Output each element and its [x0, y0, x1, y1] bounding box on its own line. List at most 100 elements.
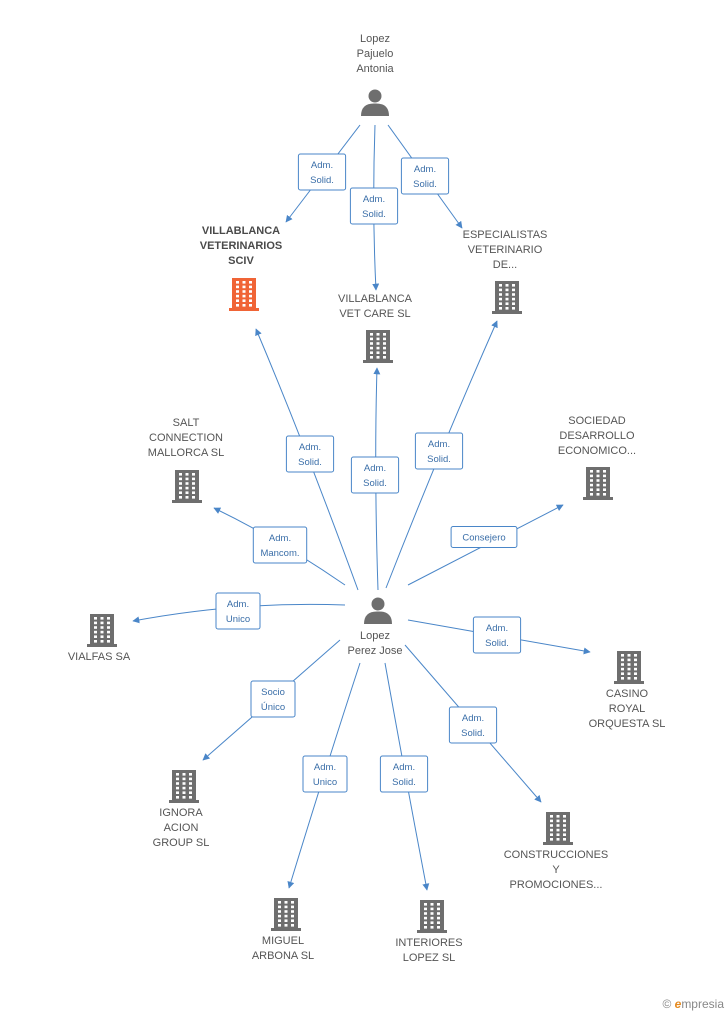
- node-label: Antonia: [356, 63, 394, 75]
- edge-label-text: Adm.: [363, 194, 385, 205]
- edge-label-text: Adm.: [462, 713, 484, 724]
- edge-label-text: Adm.: [414, 164, 436, 175]
- edge-label-box: [250, 680, 296, 718]
- edge-label-lopez-perez-to-villablanca-vet[interactable]: Adm. Solid.: [350, 456, 400, 494]
- building-icon: [229, 278, 259, 311]
- edge-label-box: [297, 153, 347, 191]
- edge-label-text: Solid.: [413, 179, 437, 190]
- edge-label-text: Adm.: [364, 463, 386, 474]
- edge-label-text: Solid.: [310, 175, 334, 186]
- node-label: PROMOCIONES...: [510, 879, 603, 891]
- edge-label-lopez-perez-to-especialistas[interactable]: Adm. Solid.: [414, 432, 464, 470]
- edge-label-box: [450, 526, 518, 548]
- node-label: MIGUEL: [262, 935, 304, 947]
- node-casino[interactable]: CASINO ROYAL ORQUESTA SL: [589, 651, 666, 730]
- node-label: ROYAL: [609, 703, 645, 715]
- node-label: LOPEZ SL: [403, 952, 456, 964]
- edge-label-box: [400, 157, 450, 195]
- edge-label-text: Adm.: [314, 762, 336, 773]
- node-sociedad[interactable]: SOCIEDADDESARROLLOECONOMICO...: [558, 415, 636, 500]
- node-label: Lopez: [360, 630, 390, 642]
- empresia-brand[interactable]: © empresia: [662, 997, 724, 1011]
- node-label: ECONOMICO...: [558, 445, 636, 457]
- node-label: Perez Jose: [347, 645, 402, 657]
- edge-label-text: Consejero: [462, 533, 505, 544]
- building-icon: [169, 770, 199, 803]
- node-vialfas[interactable]: VIALFAS SA: [68, 614, 131, 663]
- node-label: VILLABLANCA: [338, 293, 413, 305]
- node-label: ORQUESTA SL: [589, 718, 666, 730]
- building-icon: [543, 812, 573, 845]
- edge-label-lopez-perez-to-sociedad[interactable]: Consejero: [450, 526, 518, 548]
- node-villablanca-vet[interactable]: VILLABLANCA VET CARE SL: [338, 293, 413, 363]
- edge-label-text: Mancom.: [260, 548, 299, 559]
- node-label: SALT: [173, 417, 200, 429]
- edge-label-lopez-perez-to-salt[interactable]: Adm. Mancom.: [252, 526, 308, 564]
- building-icon: [614, 651, 644, 684]
- building-icon: [583, 467, 613, 500]
- edge-label-lopez-perez-to-vialfas[interactable]: Adm.Unico: [215, 592, 261, 630]
- edge-label-text: Solid.: [363, 478, 387, 489]
- edge-label-text: Solid.: [362, 209, 386, 220]
- edge-label-text: Único: [261, 702, 285, 713]
- edge-label-box: [379, 755, 429, 793]
- node-label: Pajuelo: [357, 48, 394, 60]
- edge-label-box: [252, 526, 308, 564]
- brand-name: mpresia: [681, 997, 724, 1011]
- edge-label-box: [285, 435, 335, 473]
- node-construcciones[interactable]: CONSTRUCCIONES Y PROMOCIONES...: [504, 812, 609, 891]
- node-label: CONNECTION: [149, 432, 223, 444]
- edge-label-box: [215, 592, 261, 630]
- node-label: CONSTRUCCIONES: [504, 849, 609, 861]
- building-icon: [172, 470, 202, 503]
- edge-label-box: [414, 432, 464, 470]
- edge-label-lopez-pajuelo-to-especialistas[interactable]: Adm. Solid.: [400, 157, 450, 195]
- edge-label-text: Adm.: [311, 160, 333, 171]
- brand-initial: e: [674, 997, 682, 1011]
- building-icon: [271, 898, 301, 931]
- edge-label-text: Adm.: [428, 439, 450, 450]
- edge-label-lopez-perez-to-construcciones[interactable]: Adm.Solid.: [448, 706, 498, 744]
- node-label: Y: [552, 864, 560, 876]
- node-label: Lopez: [360, 33, 390, 45]
- edge-label-text: Unico: [226, 614, 250, 625]
- person-icon: [364, 597, 392, 624]
- node-label: IGNORA: [159, 807, 203, 819]
- node-villablanca-sciv[interactable]: VILLABLANCA VETERINARIOS SCIV: [200, 225, 283, 311]
- edge-label-text: Solid.: [392, 777, 416, 788]
- edge-label-lopez-perez-to-interiores[interactable]: Adm. Solid.: [379, 755, 429, 793]
- edge-label-text: Solid.: [485, 638, 509, 649]
- node-label: SCIV: [228, 255, 254, 267]
- node-label: DE...: [493, 259, 517, 271]
- copyright-symbol: ©: [662, 997, 672, 1011]
- edge-label-lopez-pajuelo-to-villablanca-vet[interactable]: Adm. Solid.: [349, 187, 399, 225]
- edge-label-box: [350, 456, 400, 494]
- node-label: VILLABLANCA: [202, 225, 280, 237]
- node-label: VETERINARIO: [468, 244, 543, 256]
- node-label: CASINO: [606, 688, 649, 700]
- edge-label-lopez-perez-to-villablanca-sciv[interactable]: Adm.Solid.: [285, 435, 335, 473]
- node-label: DESARROLLO: [559, 430, 635, 442]
- edge-label-lopez-perez-to-miguel[interactable]: Adm.Unico: [302, 755, 348, 793]
- edge-label-lopez-pajuelo-to-villablanca-sciv[interactable]: Adm. Solid.: [297, 153, 347, 191]
- edge-label-box: [349, 187, 399, 225]
- node-label: VETERINARIOS: [200, 240, 283, 252]
- edge-label-text: Solid.: [427, 454, 451, 465]
- edge-label-text: Adm.: [393, 762, 415, 773]
- edge-label-box: [448, 706, 498, 744]
- building-icon: [417, 900, 447, 933]
- node-especialistas[interactable]: ESPECIALISTASVETERINARIODE...: [463, 229, 548, 314]
- node-salt[interactable]: SALT CONNECTION MALLORCA SL: [148, 417, 224, 503]
- person-icon: [361, 89, 389, 116]
- edge-label-text: Adm.: [269, 533, 291, 544]
- node-label: MALLORCA SL: [148, 447, 224, 459]
- edge-label-lopez-perez-to-casino[interactable]: Adm.Solid.: [472, 616, 522, 654]
- node-label: VET CARE SL: [339, 308, 410, 320]
- node-label: ACION: [164, 822, 199, 834]
